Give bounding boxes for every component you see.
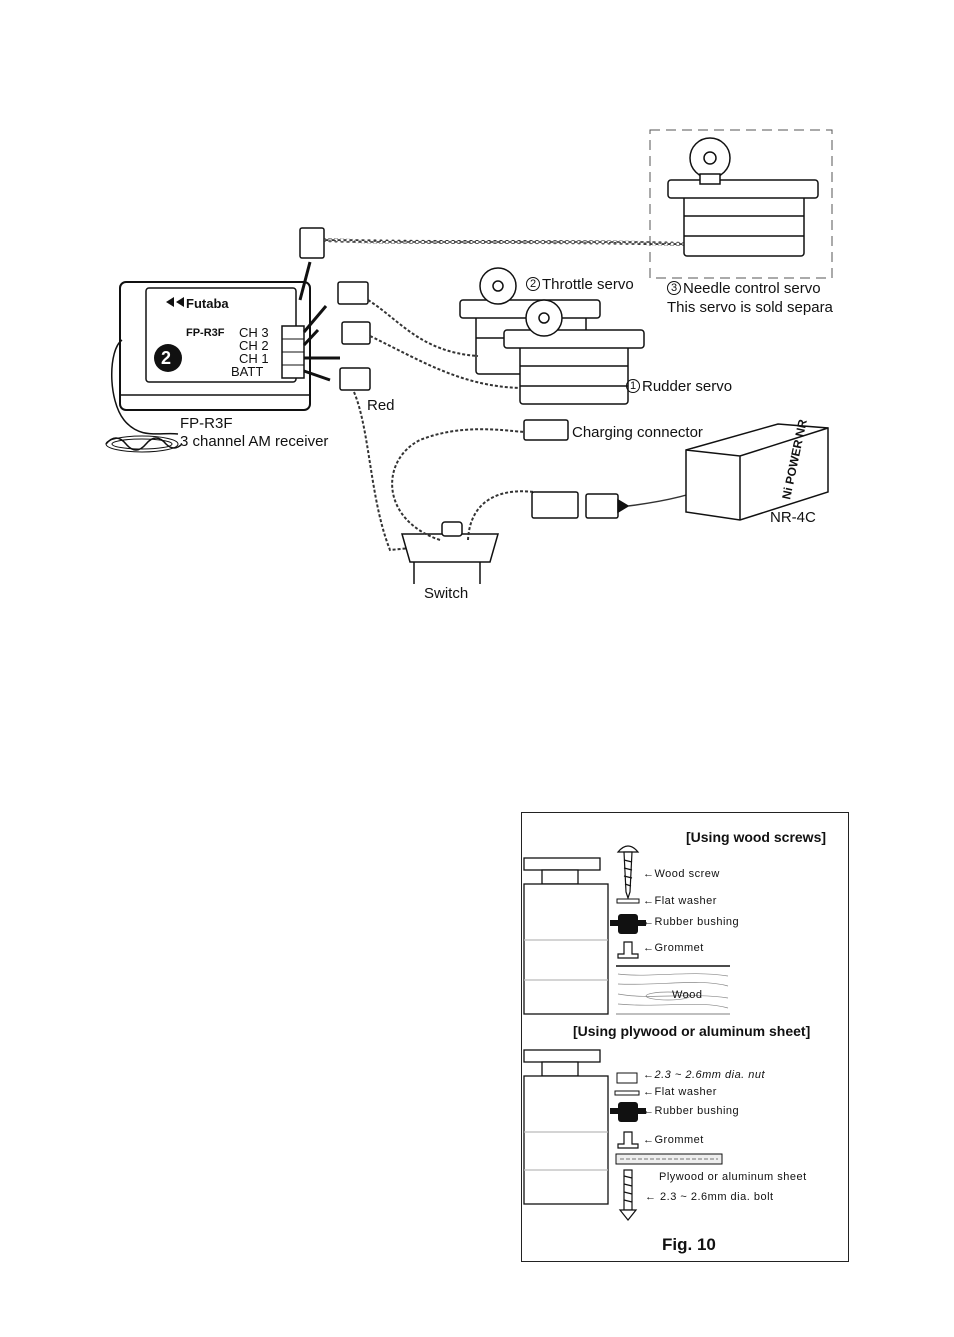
wiring-diagram: Ni POWER NR [105, 129, 833, 584]
battery-label: NR-4C [770, 509, 816, 526]
red-label: Red [367, 397, 395, 414]
label-nut: ←2.3 ~ 2.6mm dia. nut [643, 1069, 766, 1081]
throttle-number: 2 [526, 277, 540, 291]
needle-number: 3 [667, 281, 681, 295]
title-wood: [Using wood screws] [686, 829, 827, 845]
rudder-number: 1 [626, 379, 640, 393]
switch-label: Switch [424, 585, 469, 602]
label-wood: Wood [672, 989, 703, 1001]
label-rubber-bushing-1: ←Rubber bushing [643, 916, 740, 928]
receiver-desc: 3 channel AM receiver [180, 433, 329, 450]
charging-connector [523, 419, 630, 519]
receiver-model: FP-R3F [180, 415, 233, 432]
title-ply: [Using plywood or aluminum sheet] [573, 1023, 811, 1039]
brand-label: Futaba [186, 296, 229, 311]
fig-label: Fig. 10 [662, 1235, 716, 1254]
label-grommet-1: ←Grommet [643, 942, 704, 954]
label-flat-washer-2: ←Flat washer [643, 1086, 717, 1098]
rudder-servo [503, 299, 645, 405]
label-wood-screw: ←Wood screw [643, 868, 720, 880]
switch [401, 521, 499, 584]
channel-ch1: CH 1 [239, 351, 269, 366]
throttle-label: Throttle servo [542, 276, 634, 293]
needle-servo [667, 137, 819, 257]
badge-circle [154, 344, 182, 372]
channel-ch3: CH 3 [239, 325, 269, 340]
label-bolt: ← 2.3 ~ 2.6mm dia. bolt [645, 1191, 774, 1203]
label-grommet-2: ←Grommet [643, 1134, 704, 1146]
battery-pack [685, 423, 829, 521]
charging-label: Charging connector [572, 424, 703, 441]
futaba-logo-icon [166, 297, 184, 307]
channel-ch2: CH 2 [239, 338, 269, 353]
channel-batt: BATT [231, 364, 264, 379]
needle-label: Needle control servo [683, 280, 821, 297]
needle-note: This servo is sold separa [667, 299, 833, 316]
model-tag: FP-R3F [186, 327, 225, 339]
label-rubber-bushing-2: ←Rubber bushing [643, 1105, 740, 1117]
needle-servo-box [649, 129, 833, 279]
receiver [105, 281, 311, 453]
label-flat-washer-1: ←Flat washer [643, 895, 717, 907]
badge-number: 2 [161, 348, 172, 368]
rudder-label: Rudder servo [642, 378, 733, 395]
label-sheet: Plywood or aluminum sheet [659, 1171, 807, 1183]
receiver-leads [298, 261, 340, 382]
plugs [299, 227, 371, 391]
fig-10-frame [521, 812, 849, 1262]
